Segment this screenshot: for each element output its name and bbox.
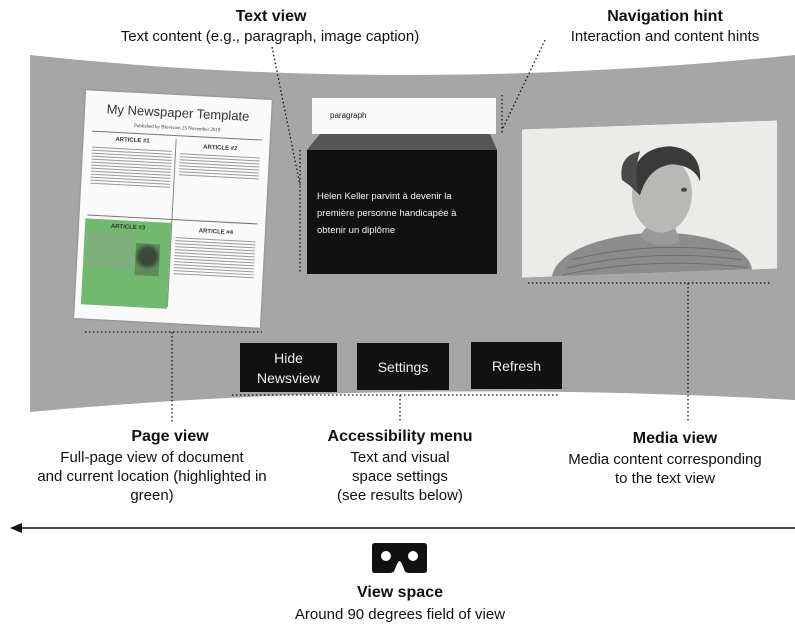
article-2-text (178, 153, 260, 181)
page-view-desc-line-1: Full-page view of document (60, 449, 244, 466)
article-4-text (173, 237, 256, 280)
navigation-hint-box: paragraph (312, 98, 496, 134)
text-view-desc: Text content (e.g., paragraph, image cap… (120, 28, 420, 45)
media-view-desc: Media content corresponding to the text … (535, 450, 795, 488)
page-view-desc-line-2: and current location (highlighted in (37, 468, 267, 485)
hide-newsview-line-2: Newsview (256, 369, 320, 386)
view-space-desc: Around 90 degrees field of view (294, 606, 506, 623)
media-view-photo (522, 120, 777, 278)
media-view-desc-line-1: Media content corresponding (568, 451, 762, 468)
accessibility-menu-title: Accessibility menu (327, 428, 473, 445)
page-view-desc: Full-page view of document and current l… (0, 448, 304, 505)
text-view-line-2: première personne handicapée à (317, 208, 457, 219)
settings-button[interactable]: Settings (357, 343, 449, 390)
hide-newsview-line-1: Hide (274, 349, 303, 366)
accessibility-menu-desc-line-3: (see results below) (337, 487, 463, 504)
vr-headset-icon (372, 543, 427, 573)
accessibility-menu-desc-line-1: Text and visual (350, 449, 450, 466)
article-thumbnail-image (134, 243, 161, 277)
navigation-hint-title: Navigation hint (607, 8, 723, 25)
article-3-text (85, 232, 134, 271)
newspaper-title: My Newspaper Template (106, 101, 250, 124)
text-view-box: Helen Keller parvint à devenir la premiè… (307, 150, 497, 274)
text-view-title: Text view (235, 8, 307, 25)
media-view-title: Media view (632, 430, 718, 447)
page-view-desc-line-3: green) (130, 487, 174, 504)
article-4-heading: ARTICLE #4 (198, 228, 234, 237)
media-view-desc-line-2: to the text view (614, 470, 716, 487)
page-view-title: Page view (131, 428, 209, 445)
accessibility-menu-desc-line-2: space settings (352, 468, 448, 485)
arrow-left-icon (10, 523, 795, 533)
accessibility-menu-desc: Text and visual space settings (see resu… (290, 448, 510, 505)
page-view-document: My Newspaper Template Published by Blovi… (74, 90, 272, 328)
article-2-heading: ARTICLE #2 (202, 144, 238, 153)
text-view-line-1: Helen Keller parvint à devenir la (317, 191, 452, 202)
article-1-heading: ARTICLE #1 (115, 136, 150, 145)
portrait-image (522, 120, 777, 278)
article-1-text (90, 146, 173, 190)
text-view-line-3: obtenir un diplôme (317, 225, 396, 236)
refresh-button[interactable]: Refresh (471, 342, 562, 389)
navigation-hint-desc: Interaction and content hints (570, 28, 760, 45)
view-space-title: View space (357, 584, 443, 601)
